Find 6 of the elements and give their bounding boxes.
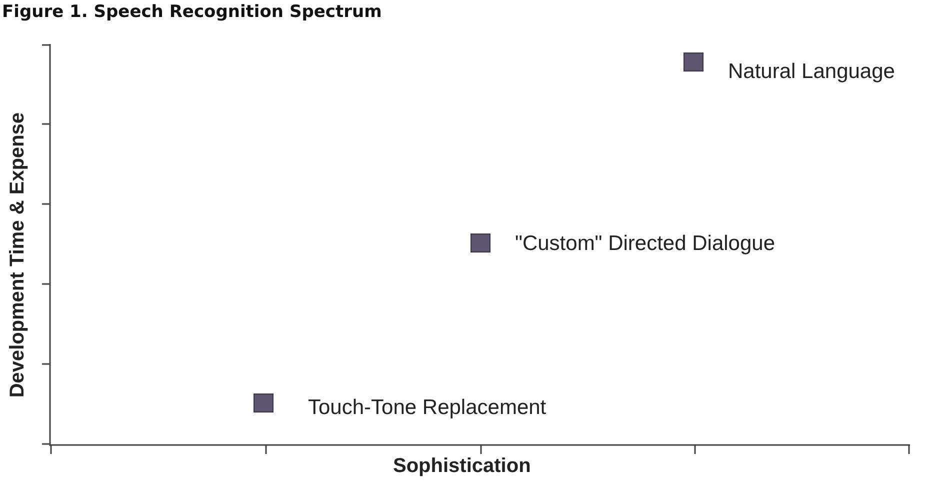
point-label: Natural Language — [728, 60, 895, 84]
x-axis-title: Sophistication — [393, 455, 531, 478]
figure-title: Figure 1. Speech Recognition Spectrum — [2, 2, 382, 22]
point-label: Touch-Tone Replacement — [308, 396, 546, 420]
point-label: "Custom" Directed Dialogue — [515, 232, 776, 256]
y-axis-title: Development Time & Expense — [6, 112, 30, 398]
